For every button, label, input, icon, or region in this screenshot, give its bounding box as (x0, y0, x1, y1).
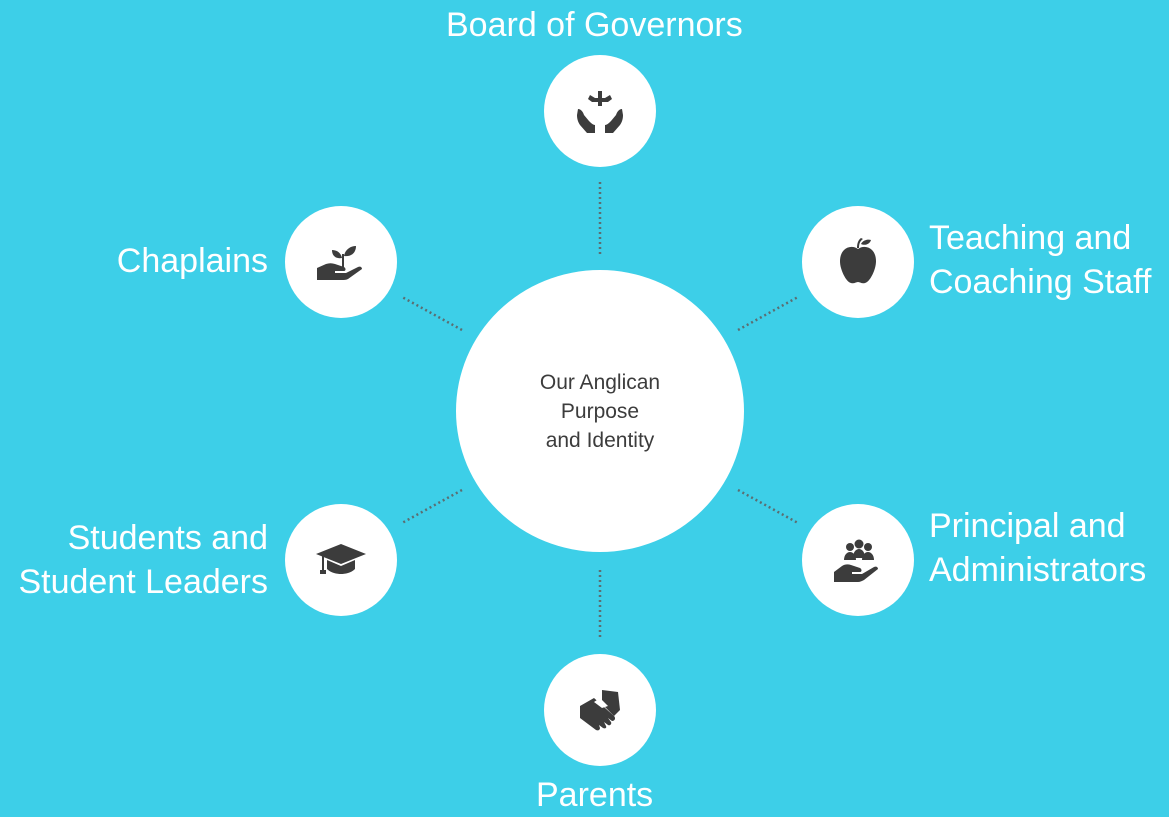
teaching-node (802, 206, 914, 318)
chaplains-node (285, 206, 397, 318)
connector-chaplains (401, 295, 463, 332)
connector-students (401, 488, 463, 525)
connector-teaching (737, 295, 799, 332)
hands-cross-icon (577, 91, 623, 133)
students-label-line2: Student Leaders (18, 563, 268, 601)
apple-icon (840, 238, 876, 284)
students-node (285, 504, 397, 616)
center-title-line2: and Identity (545, 428, 655, 452)
teaching-label: Teaching and Coaching Staff (929, 216, 1151, 304)
principal-label-line2: Administrators (929, 551, 1147, 589)
students-label: Students and Student Leaders (18, 516, 268, 604)
parents-label-text: Parents (536, 776, 654, 814)
connector-principal (737, 488, 799, 525)
board-label: Board of Governors (446, 3, 743, 47)
chaplains-label-text: Chaplains (116, 242, 268, 280)
hand-sprout-icon (317, 246, 362, 280)
teaching-label-line1: Teaching and (929, 219, 1132, 257)
chaplains-label: Chaplains (117, 239, 268, 283)
center-title: Our Anglican Purpose and Identity (500, 368, 700, 455)
principal-node (802, 504, 914, 616)
helping-hands-icon (580, 690, 620, 731)
principal-label-line1: Principal and (929, 507, 1126, 545)
teaching-label-line2: Coaching Staff (929, 263, 1152, 301)
principal-label: Principal and Administrators (929, 504, 1146, 592)
board-node (544, 55, 656, 167)
center-circle: Our Anglican Purpose and Identity (456, 270, 744, 552)
board-label-text: Board of Governors (446, 6, 743, 44)
hand-people-icon (834, 539, 878, 582)
graduation-cap-icon (316, 544, 366, 574)
center-title-line1: Our Anglican Purpose (539, 370, 661, 423)
parents-label: Parents (536, 773, 653, 817)
parents-node (544, 654, 656, 766)
students-label-line1: Students and (67, 519, 268, 557)
